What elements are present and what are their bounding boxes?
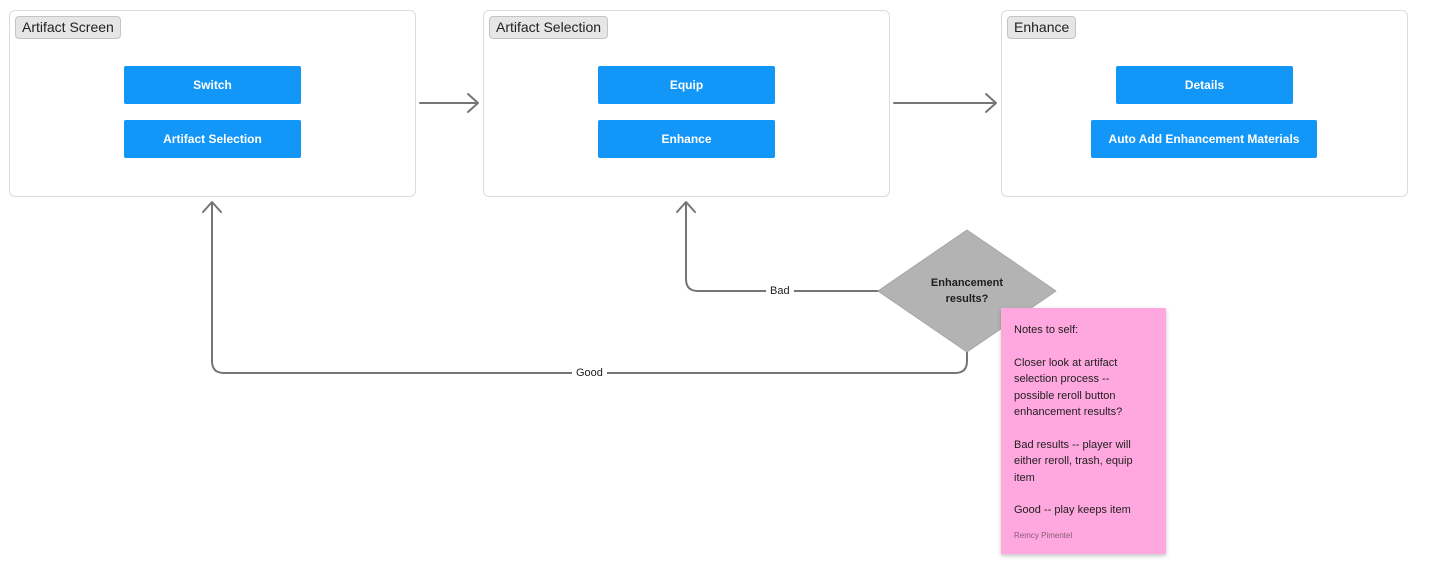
sticky-note-line: selection process -- [1014, 373, 1110, 385]
artifact-selection-button[interactable]: Artifact Selection [124, 120, 301, 158]
arrowhead-screen-to-selection [467, 93, 479, 113]
arrowhead-bad [676, 201, 696, 213]
sticky-note-line: enhancement results? [1014, 406, 1123, 418]
sticky-note[interactable]: Notes to self: Closer look at artifact s… [1001, 308, 1166, 554]
sticky-note-line: Bad results -- player will [1014, 438, 1131, 451]
decision-label: Enhancement results? [906, 275, 1028, 307]
arrowhead-good [202, 201, 222, 213]
decision-label-line2: results? [945, 293, 989, 305]
edge-label-bad: Bad [766, 285, 794, 298]
enhance-button[interactable]: Enhance [598, 120, 775, 158]
sticky-note-line: possible reroll button [1014, 389, 1116, 402]
sticky-note-line: either reroll, trash, equip [1014, 455, 1133, 467]
frame-title-enhance: Enhance [1007, 16, 1077, 39]
frame-title-artifact-selection: Artifact Selection [489, 16, 609, 39]
details-button[interactable]: Details [1116, 66, 1293, 104]
sticky-note-heading: Notes to self: [1014, 324, 1079, 336]
connector-bad [685, 202, 879, 292]
sticky-note-line: item [1014, 471, 1035, 484]
decision-label-line1: Enhancement [930, 277, 1004, 289]
frame-title-artifact-screen: Artifact Screen [15, 16, 121, 39]
sticky-note-author: Remcy Pimentel [1014, 531, 1073, 540]
connector-good [211, 202, 968, 374]
edge-label-good: Good [572, 367, 607, 380]
switch-button[interactable]: Switch [124, 66, 301, 104]
auto-add-enhancement-materials-button[interactable]: Auto Add Enhancement Materials [1091, 120, 1317, 158]
equip-button[interactable]: Equip [598, 66, 775, 104]
sticky-note-line: Good -- play keeps item [1014, 504, 1131, 516]
arrowhead-selection-to-enhance [985, 93, 997, 113]
sticky-note-line: Closer look at artifact [1014, 356, 1118, 369]
frame-artifact-screen: Artifact Screen [9, 10, 416, 197]
